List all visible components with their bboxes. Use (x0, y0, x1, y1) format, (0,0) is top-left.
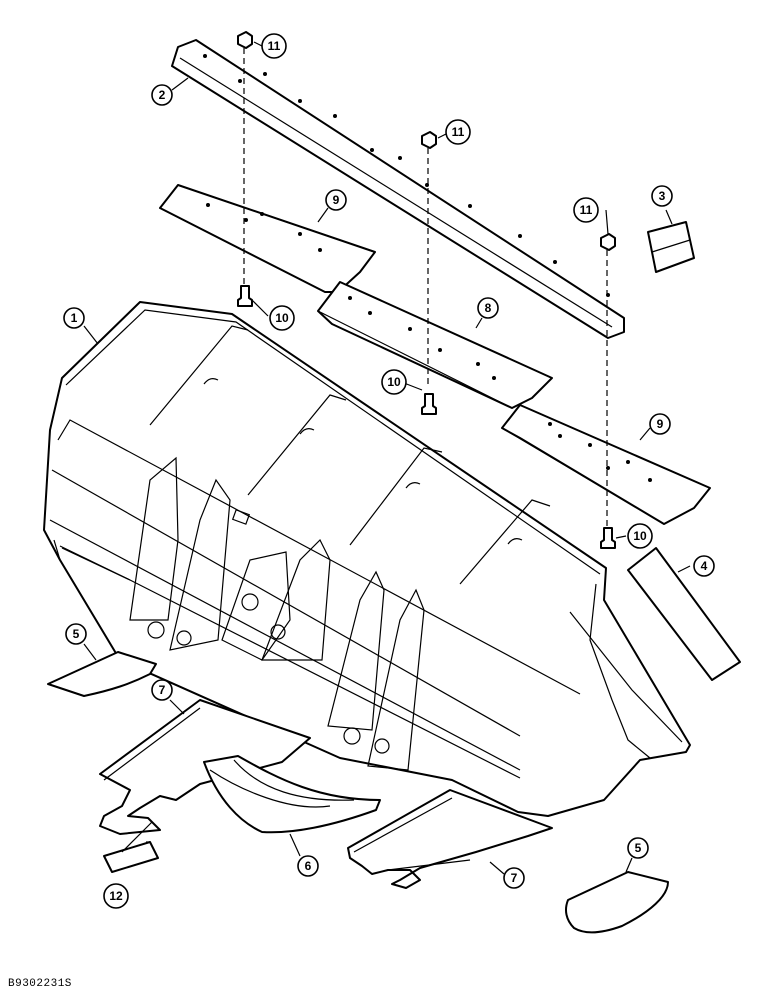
callout-12: 12 (103, 883, 129, 909)
svg-text:2: 2 (159, 88, 166, 102)
svg-text:7: 7 (511, 871, 518, 885)
callout-2: 2 (151, 84, 173, 106)
nut-part-11 (237, 31, 616, 251)
figure-id-label: B9302231S (8, 978, 72, 990)
callout-5-right: 5 (627, 837, 649, 859)
callout-10-a: 10 (269, 305, 295, 331)
leader-lines (83, 41, 691, 875)
svg-text:11: 11 (268, 39, 281, 53)
svg-text:5: 5 (73, 627, 80, 641)
segment-part-9-left (159, 184, 376, 293)
callout-11-a: 11 (261, 33, 287, 59)
wear-plate-part-7-lower (347, 789, 553, 889)
svg-text:6: 6 (305, 859, 312, 873)
svg-text:9: 9 (657, 417, 664, 431)
bolt-part-10 (237, 285, 616, 549)
svg-text:1: 1 (71, 311, 78, 325)
svg-text:10: 10 (633, 529, 647, 543)
callout-9-left: 9 (325, 189, 347, 211)
svg-text:7: 7 (159, 683, 166, 697)
segment-part-8 (317, 281, 553, 409)
svg-text:5: 5 (635, 841, 642, 855)
svg-text:10: 10 (275, 311, 289, 325)
svg-text:11: 11 (580, 203, 593, 217)
callout-11-b: 11 (445, 119, 471, 145)
callout-7-lower: 7 (503, 867, 525, 889)
end-cap-part-5-right (565, 871, 669, 934)
segment-part-9-right (501, 404, 711, 525)
end-cap-part-5-left (47, 651, 157, 697)
wear-plate-part-4 (627, 547, 741, 681)
callout-5-left: 5 (65, 623, 87, 645)
svg-text:11: 11 (452, 125, 465, 139)
bucket-part-1 (43, 301, 691, 817)
svg-text:9: 9 (333, 193, 340, 207)
svg-text:8: 8 (485, 301, 492, 315)
callout-10-b: 10 (381, 369, 407, 395)
callout-6: 6 (297, 855, 319, 877)
callout-10-c: 10 (627, 523, 653, 549)
callout-9-right: 9 (649, 413, 671, 435)
cutting-edge-part-2 (171, 39, 625, 339)
callout-4: 4 (693, 555, 715, 577)
fastener-dashed-lines (243, 48, 608, 528)
callout-3: 3 (651, 185, 673, 207)
shroud-part-6 (203, 755, 381, 834)
svg-text:3: 3 (659, 189, 666, 203)
svg-text:10: 10 (387, 375, 401, 389)
end-bit-part-3 (647, 221, 695, 273)
block-part-12 (103, 841, 159, 873)
callout-11-c: 11 (573, 197, 599, 223)
callout-8: 8 (477, 297, 499, 319)
callout-7-upper: 7 (151, 679, 173, 701)
svg-text:12: 12 (109, 889, 123, 903)
svg-text:4: 4 (701, 559, 708, 573)
callout-1: 1 (63, 307, 85, 329)
